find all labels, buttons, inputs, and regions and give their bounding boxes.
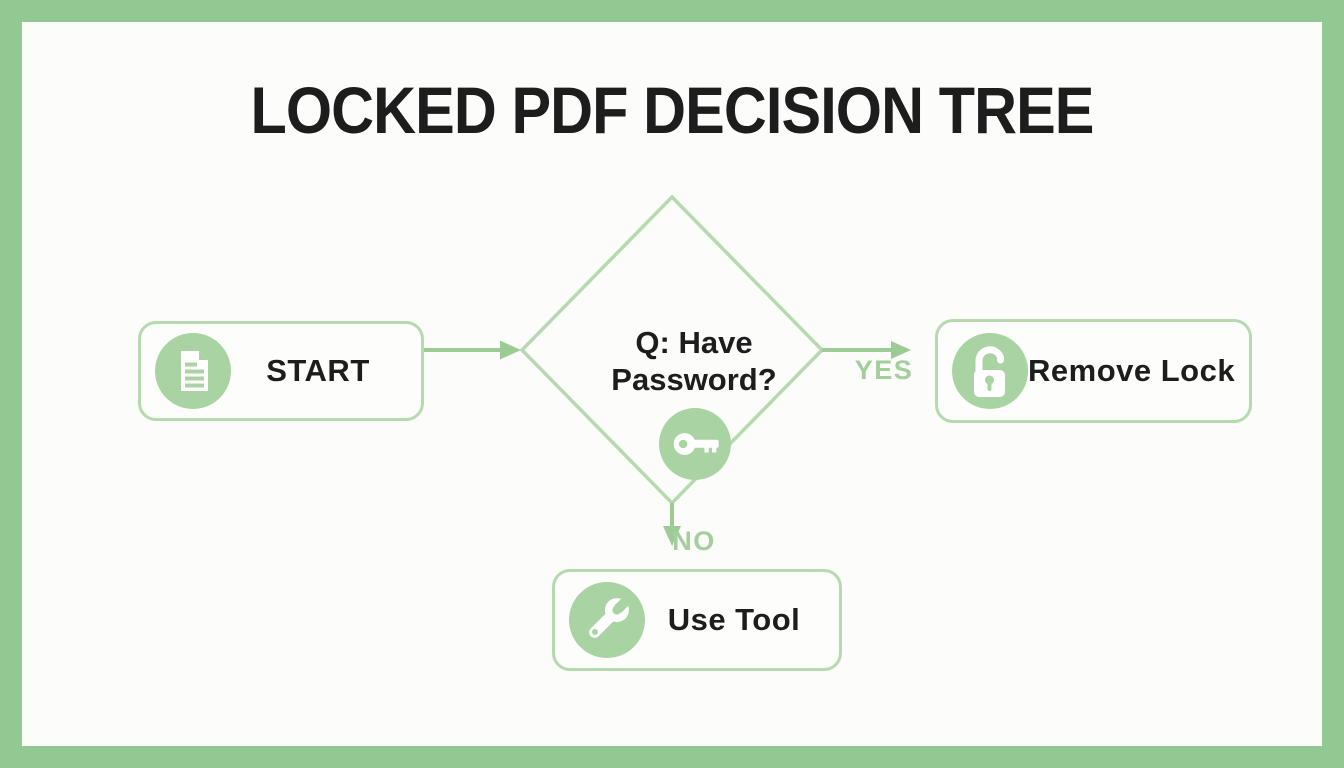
flowchart-edges — [403, 194, 911, 546]
wrench-icon — [569, 582, 645, 658]
arrowhead-right-icon — [891, 341, 911, 359]
decision-question: Q: Have Password? — [574, 324, 814, 398]
remove-lock-label: Remove Lock — [1028, 353, 1236, 388]
node-start: START — [138, 321, 424, 421]
start-label: START — [266, 353, 370, 388]
document-icon — [155, 333, 231, 409]
arrowhead-right-icon — [500, 340, 521, 360]
key-icon — [659, 408, 731, 480]
decision-question-line1: Q: Have — [635, 325, 753, 360]
edge-decision-to-use-tool — [663, 503, 681, 546]
node-use-tool: Use Tool — [552, 569, 842, 671]
edge-label-yes: YES — [854, 355, 914, 385]
edge-label-no: NO — [672, 526, 716, 556]
edge-decision-to-remove-lock — [822, 341, 911, 359]
page-title: LOCKED PDF DECISION TREE — [250, 73, 1094, 147]
unlock-icon — [952, 333, 1028, 409]
use-tool-label: Use Tool — [667, 602, 801, 637]
arrowhead-down-icon — [663, 526, 681, 546]
node-remove-lock: Remove Lock — [935, 319, 1252, 423]
decision-question-line2: Password? — [611, 362, 777, 397]
